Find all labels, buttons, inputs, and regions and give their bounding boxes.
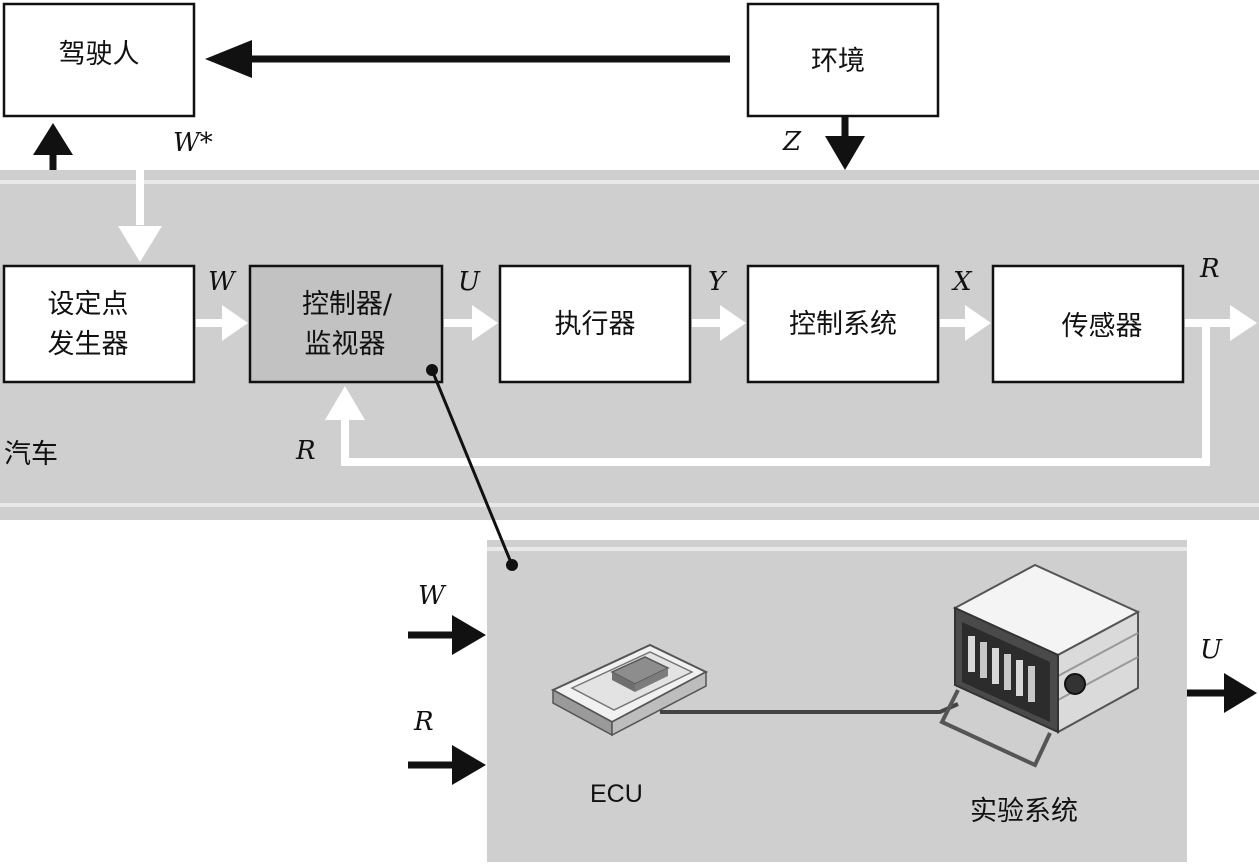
input-r-label: R bbox=[413, 707, 434, 737]
ecu-icon bbox=[550, 643, 709, 737]
sensor-box bbox=[991, 264, 1185, 384]
env-to-driver-arrowhead bbox=[205, 40, 252, 78]
input-w-arrowhead bbox=[452, 615, 486, 655]
signal-x: X bbox=[951, 267, 973, 297]
u-arrow-head bbox=[472, 305, 498, 341]
controller-to-panel-connector bbox=[430, 369, 514, 566]
actuator-box bbox=[498, 264, 692, 384]
r-feedback-line bbox=[341, 323, 1210, 466]
ecu-label: ECU bbox=[590, 780, 643, 808]
signal-r-feedback: R bbox=[295, 436, 316, 466]
environment-box bbox=[746, 2, 940, 118]
driver-up-arrowhead bbox=[33, 123, 73, 155]
test-system-label: 实验系统 bbox=[970, 796, 1078, 827]
y-arrow-head bbox=[720, 305, 746, 341]
sensor-label: 传感器 bbox=[1062, 311, 1143, 342]
signal-u: U bbox=[458, 267, 481, 297]
driver-box bbox=[2, 2, 196, 118]
signal-r: R bbox=[1199, 254, 1220, 284]
controller-label-line2: 监视器 bbox=[305, 329, 386, 360]
output-u-label: U bbox=[1200, 635, 1223, 665]
vehicle-band-top-stripe bbox=[0, 180, 1259, 184]
connector-dot-top bbox=[426, 364, 438, 376]
signal-w-star: W* bbox=[173, 128, 213, 158]
x-arrow-head bbox=[965, 305, 991, 341]
controller-box bbox=[248, 264, 444, 384]
test-system-icon bbox=[939, 563, 1141, 768]
actuator-label: 执行器 bbox=[555, 309, 636, 340]
z-down-arrowhead bbox=[825, 136, 865, 170]
ecu-cable bbox=[660, 702, 959, 714]
signal-y: Y bbox=[708, 267, 728, 297]
driver-label: 驾驶人 bbox=[59, 39, 140, 70]
r-out-arrow-head bbox=[1230, 305, 1257, 341]
w-arrow-head bbox=[222, 305, 248, 341]
input-r-arrowhead bbox=[452, 745, 486, 785]
test-panel-stripe bbox=[487, 547, 1187, 551]
output-u-arrowhead bbox=[1224, 673, 1257, 713]
controller-label-line1: 控制器/ bbox=[302, 289, 393, 320]
input-w-label: W bbox=[418, 581, 447, 611]
vehicle-band-bottom-stripe bbox=[0, 503, 1259, 507]
vehicle-label: 汽车 bbox=[4, 439, 58, 470]
setpoint-label-line1: 设定点 bbox=[48, 289, 129, 320]
signal-w: W bbox=[208, 267, 237, 297]
connector-dot-bottom bbox=[506, 559, 518, 571]
control-system-box bbox=[746, 264, 940, 384]
w-star-arrowhead bbox=[118, 226, 162, 262]
control-system-label: 控制系统 bbox=[789, 309, 897, 340]
environment-label: 环境 bbox=[811, 46, 865, 77]
r-feedback-arrowhead bbox=[325, 386, 365, 420]
setpoint-label-line2: 发生器 bbox=[48, 329, 129, 360]
signal-z: Z bbox=[782, 127, 802, 157]
setpoint-box bbox=[2, 264, 196, 384]
